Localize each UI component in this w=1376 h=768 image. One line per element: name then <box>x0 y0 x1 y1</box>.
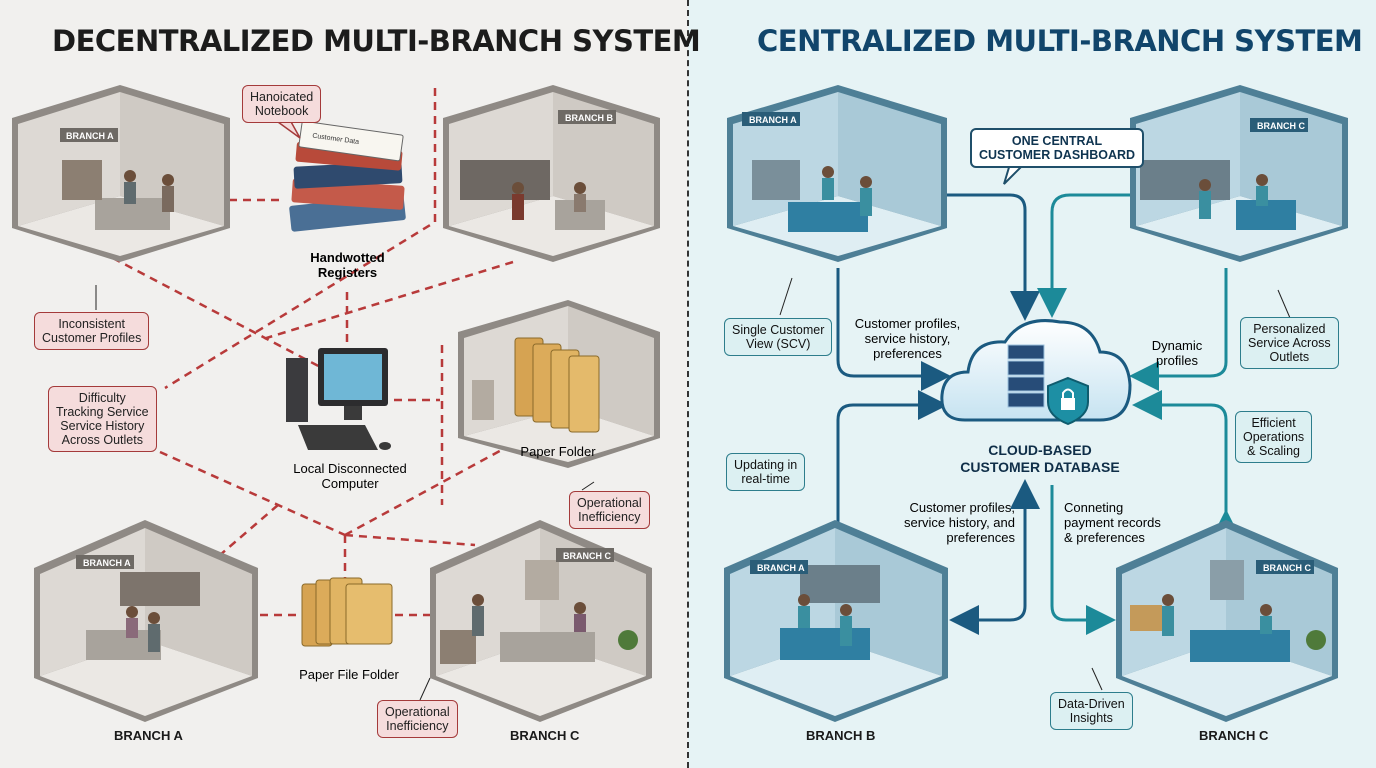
central-dashboard-text: ONE CENTRAL CUSTOMER DASHBOARD <box>979 134 1136 162</box>
cloud-database-label: CLOUD-BASED CUSTOMER DATABASE <box>945 442 1135 476</box>
notebook-callout: Hanoicated Notebook <box>242 85 322 123</box>
updating-realtime-box: Updating in real-time <box>726 453 806 491</box>
notebook-stack: Customer Data <box>289 120 406 232</box>
panel-divider <box>687 0 689 768</box>
room-sign: BRANCH A <box>83 558 131 568</box>
paper-folder-label: Paper Folder <box>520 444 596 459</box>
room-sign: BRANCH A <box>749 115 797 125</box>
computer-label: Local Disconnected Computer <box>280 461 420 491</box>
difficulty-tracking-text: Difficulty Tracking Service Service Hist… <box>56 391 149 447</box>
data-driven-insights-text: Data-Driven Insights <box>1058 697 1125 725</box>
single-customer-view-box: Single Customer View (SCV) <box>724 318 833 356</box>
room-branch-b-right: BRANCH A <box>724 520 948 722</box>
updating-realtime-text: Updating in real-time <box>734 458 798 486</box>
paper-file-folder <box>301 577 393 647</box>
room-sign: BRANCH B <box>565 113 613 123</box>
room-sign: BRANCH C <box>1263 563 1311 573</box>
operational-inefficiency-box-1: Operational Inefficiency <box>569 491 650 529</box>
single-customer-view-text: Single Customer View (SCV) <box>732 323 825 351</box>
room-sign: BRANCH C <box>563 551 611 561</box>
notebook-callout-text: Hanoicated Notebook <box>250 90 314 118</box>
operational-inefficiency-text-2: Operational Inefficiency <box>385 705 450 733</box>
room-branch-a-right: BRANCH A <box>727 85 947 262</box>
conneting-payment-label: Conneting payment records & preferences <box>1064 500 1179 545</box>
personalized-service-text: Personalized Service Across Outlets <box>1248 322 1331 364</box>
room-sign: BRANCH C <box>1257 121 1305 131</box>
conneting-payment-text: Conneting payment records & preferences <box>1064 500 1161 545</box>
branch-c-label-left: BRANCH C <box>510 728 580 743</box>
registers-label-text: Handwotted Registers <box>310 250 385 280</box>
paper-file-folder-label: Paper File Folder <box>299 667 399 682</box>
central-dashboard-callout: ONE CENTRAL CUSTOMER DASHBOARD <box>970 128 1145 168</box>
left-dashed-links <box>87 88 521 617</box>
registers-label: Handwotted Registers <box>300 250 395 280</box>
profiles-bottom-label: Customer profiles, service history, and … <box>880 500 1015 545</box>
room-branch-c-bottom: BRANCH C <box>430 520 652 722</box>
room-branch-b-top: BRANCH B <box>443 85 660 262</box>
computer-label-text: Local Disconnected Computer <box>293 461 407 491</box>
efficient-operations-box: Efficient Operations & Scaling <box>1235 411 1313 463</box>
room-left-paper-folder <box>458 300 660 468</box>
room-sign: BRANCH A <box>66 131 114 141</box>
room-branch-a-top: BRANCH A <box>12 85 230 262</box>
profiles-top-text: Customer profiles, service history, pref… <box>854 316 961 361</box>
inconsistent-profiles-box: Inconsistent Customer Profiles <box>34 312 150 350</box>
difficulty-tracking-box: Difficulty Tracking Service Service Hist… <box>48 386 157 452</box>
operational-inefficiency-box-2: Operational Inefficiency <box>377 700 458 738</box>
data-driven-insights-box: Data-Driven Insights <box>1050 692 1133 730</box>
dynamic-profiles-text: Dynamic profiles <box>1151 338 1203 368</box>
right-arrows <box>836 193 1241 635</box>
local-computer <box>286 348 391 450</box>
cloud-database-text: CLOUD-BASED CUSTOMER DATABASE <box>960 442 1120 475</box>
notebook-bubble-tail <box>277 119 301 139</box>
room-branch-c-right-bottom: BRANCH C <box>1116 520 1338 722</box>
left-title: DECENTRALIZED MULTI-BRANCH SYSTEM <box>52 24 701 58</box>
room-branch-c-right-top: BRANCH C <box>1130 85 1348 262</box>
right-title: CENTRALIZED MULTI-BRANCH SYSTEM <box>757 24 1363 58</box>
branch-b-label-right: BRANCH B <box>806 728 876 743</box>
cloud-database <box>940 319 1132 426</box>
room-sign: BRANCH A <box>757 563 805 573</box>
dashboard-bubble-tail <box>1003 163 1025 185</box>
branch-c-label-right: BRANCH C <box>1199 728 1269 743</box>
personalized-service-box: Personalized Service Across Outlets <box>1240 317 1339 369</box>
profiles-bottom-text: Customer profiles, service history, and … <box>903 500 1015 545</box>
dynamic-profiles-label: Dynamic profiles <box>1142 338 1212 368</box>
room-branch-a-bottom: BRANCH A <box>34 520 258 722</box>
profiles-top-label: Customer profiles, service history, pref… <box>845 316 970 361</box>
branch-a-label: BRANCH A <box>114 728 183 743</box>
efficient-operations-text: Efficient Operations & Scaling <box>1243 416 1305 458</box>
inconsistent-profiles-text: Inconsistent Customer Profiles <box>42 317 142 345</box>
operational-inefficiency-text-1: Operational Inefficiency <box>577 496 642 524</box>
